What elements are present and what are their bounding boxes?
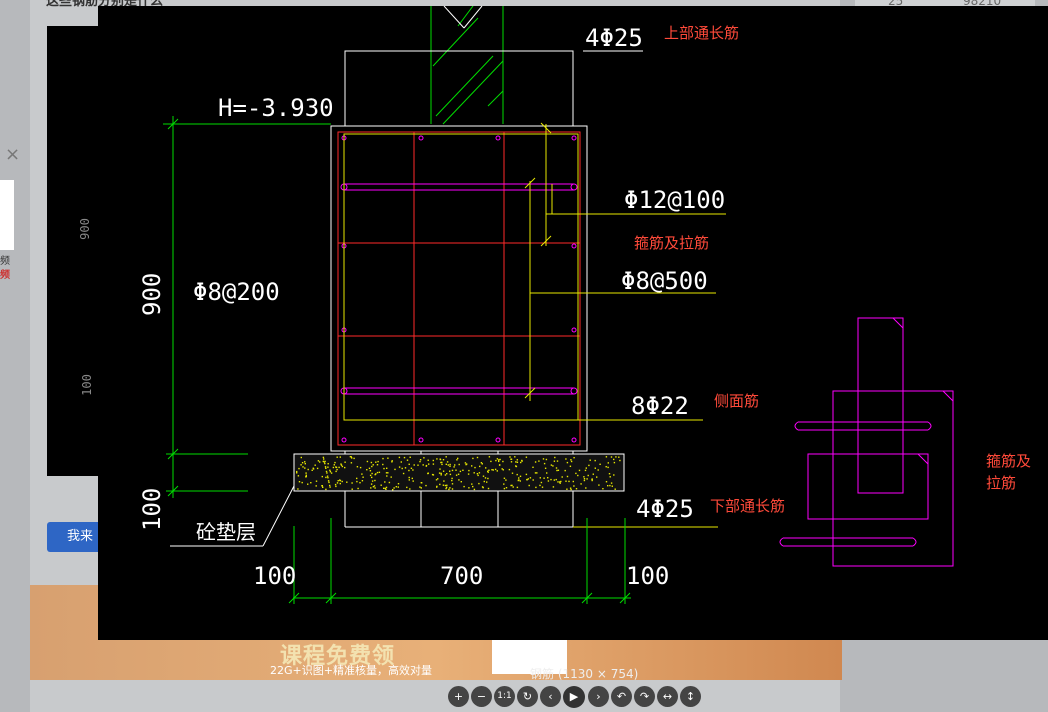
actual-size-icon[interactable]: 1:1 <box>494 686 515 707</box>
next-icon[interactable]: › <box>588 686 609 707</box>
answer-button[interactable]: 我来 <box>47 522 107 552</box>
zoom-in-icon[interactable]: + <box>448 686 469 707</box>
rotate-right-icon[interactable]: ↷ <box>634 686 655 707</box>
dim-100-a: 100 <box>253 562 296 590</box>
previous-icon[interactable]: ‹ <box>540 686 561 707</box>
detail-label-line2: 拉筋 <box>986 474 1016 492</box>
column-hatch <box>430 6 504 125</box>
cushion-label: 砼垫层 <box>196 520 256 544</box>
stirrup-grid <box>337 131 581 446</box>
play-icon[interactable]: ▶ <box>563 686 585 708</box>
dim-100-b: 100 <box>626 562 669 590</box>
zoom-out-icon[interactable]: − <box>471 686 492 707</box>
flip-horizontal-icon[interactable]: ↔ <box>657 686 678 707</box>
thumbnail-dim-100: 100 <box>79 374 94 396</box>
flip-vertical-icon[interactable]: ↕ <box>680 686 701 707</box>
side-qr-code <box>0 180 14 250</box>
elevation-label: H=-3.930 <box>218 94 334 122</box>
tie-spec: Φ8@500 <box>621 267 708 295</box>
stirrup-detail <box>779 317 954 567</box>
promo-subline: 22G+识图+精准核量，高效对量 <box>270 664 432 677</box>
dimension-lines <box>163 116 631 604</box>
promo-headline: 课程免费领 <box>280 644 396 669</box>
close-icon[interactable]: × <box>5 144 21 165</box>
cushion-speckle <box>296 456 621 491</box>
side-bars-spec: 8Φ22 <box>631 392 689 420</box>
tie-bars <box>340 135 578 443</box>
image-caption: 钢筋 (1130 × 754) <box>530 667 639 681</box>
leader-lines <box>343 122 726 528</box>
detail-label-line1: 箍筋及 <box>986 452 1031 470</box>
top-bars-label: 上部通长筋 <box>664 24 739 42</box>
dim-900: 900 <box>138 273 166 316</box>
side-label-2: 频 <box>0 270 10 281</box>
question-title: 这些钢筋分别是什么 <box>46 0 164 9</box>
stirrup-label: 箍筋及拉筋 <box>634 234 709 252</box>
background-thumbnail <box>47 26 107 476</box>
stat-number-1: 25 <box>888 0 904 8</box>
column-outline <box>443 6 483 29</box>
thumbnail-dim-900: 900 <box>77 218 92 240</box>
bottom-bars-label: 下部通长筋 <box>710 497 785 515</box>
rebar-drawing: H=-3.930 4Φ25 Φ12@100 Φ8@500 8Φ22 4Φ25 Φ… <box>138 6 1031 604</box>
left-stirrup-spec: Φ8@200 <box>193 278 280 306</box>
stat-number-2: 98210 <box>963 0 1002 8</box>
right-column <box>855 0 1035 10</box>
dim-700: 700 <box>440 562 483 590</box>
bottom-bars-spec: 4Φ25 <box>636 495 694 523</box>
side-bars-label: 侧面筋 <box>714 392 759 410</box>
dim-100-left: 100 <box>138 488 166 531</box>
top-bars-spec: 4Φ25 <box>585 24 643 52</box>
stirrup-spec: Φ12@100 <box>624 186 725 214</box>
concrete-cushion-layer <box>293 453 625 492</box>
rotate-left-icon[interactable]: ↶ <box>611 686 632 707</box>
reset-icon[interactable]: ↻ <box>517 686 538 707</box>
side-label-1: 频 <box>0 256 10 267</box>
image-viewer[interactable]: H=-3.930 4Φ25 Φ12@100 Φ8@500 8Φ22 4Φ25 Φ… <box>98 6 1048 640</box>
